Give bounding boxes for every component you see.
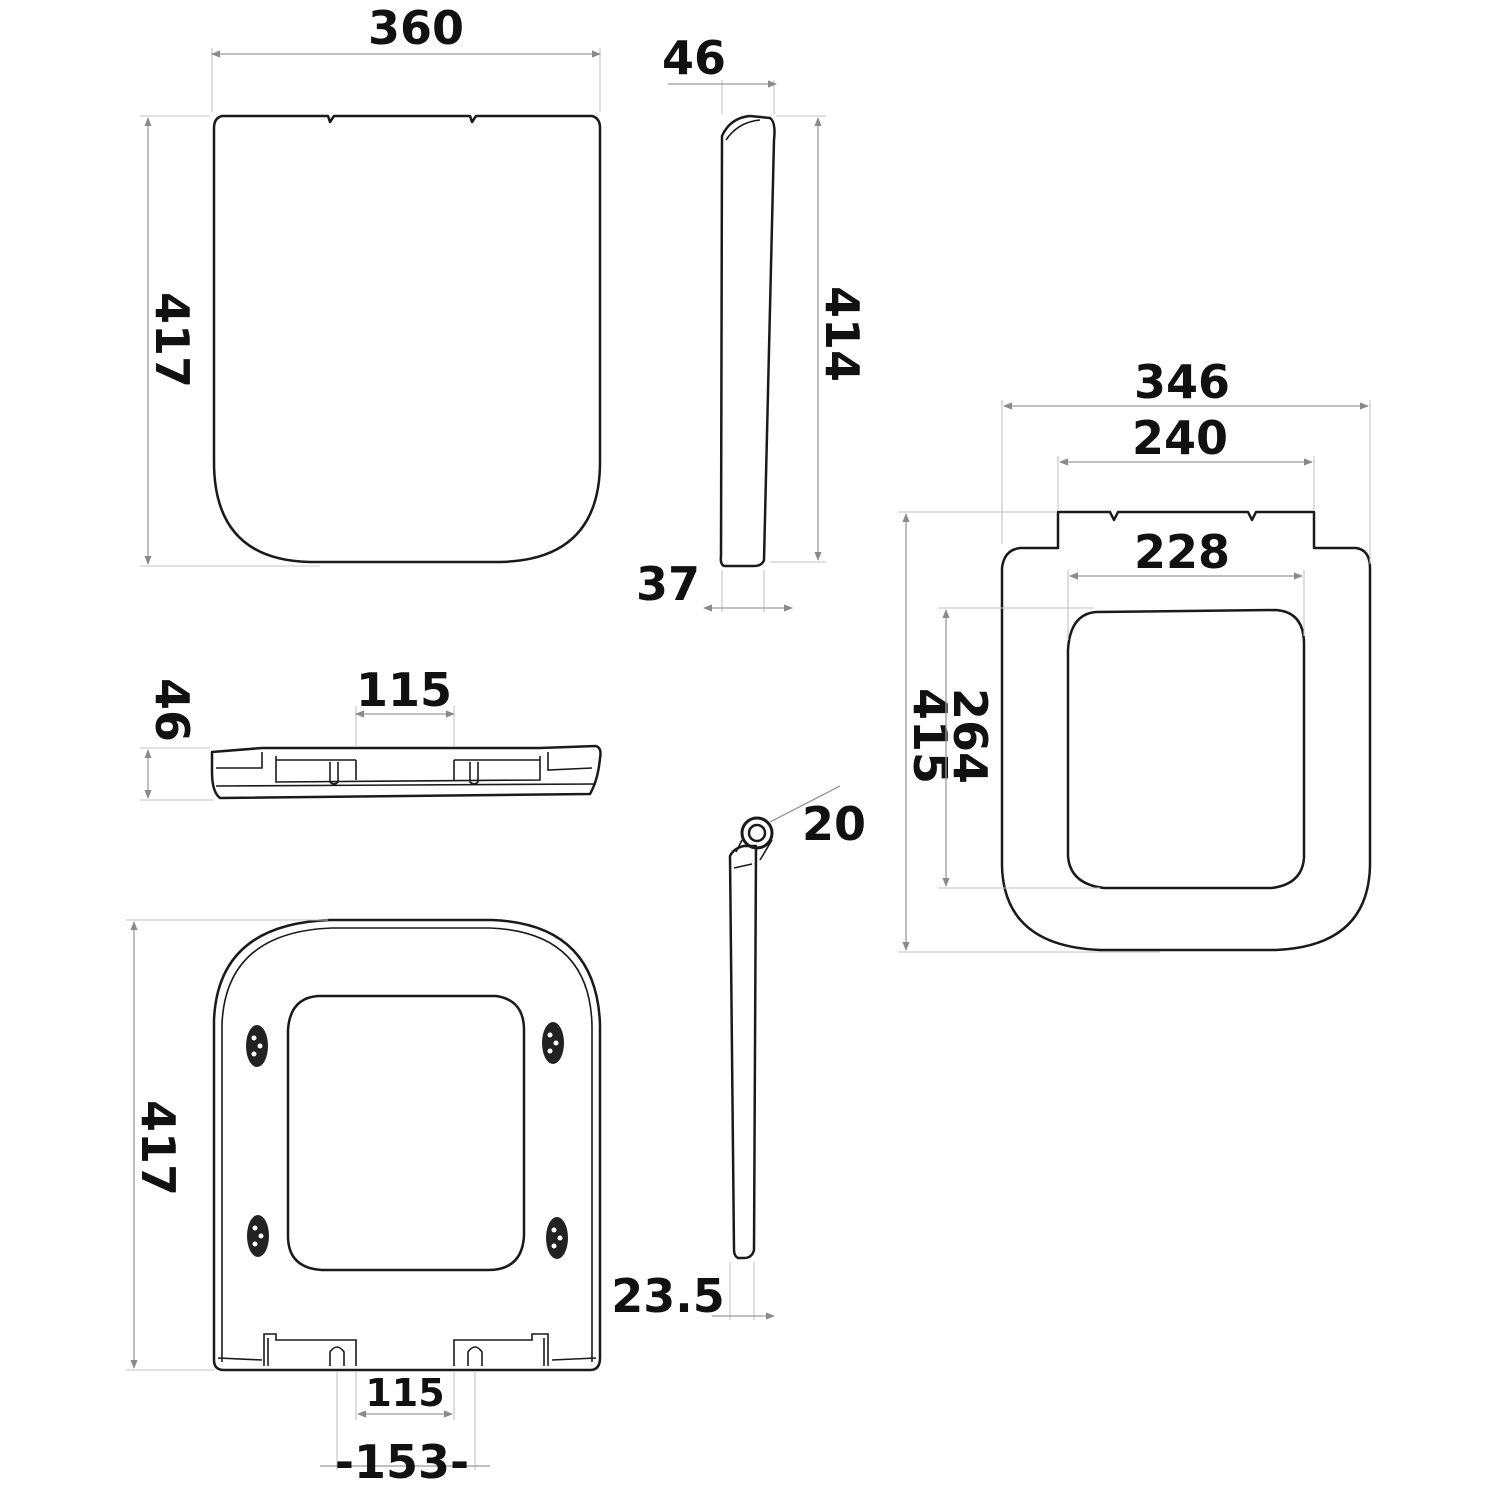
buffer-bottom-right-icon bbox=[546, 1217, 568, 1259]
dim-ring-inner-width: 228 bbox=[1134, 525, 1230, 579]
underside-opening bbox=[286, 994, 526, 1272]
dim-ring-width: 346 bbox=[1134, 355, 1230, 409]
lid-outline bbox=[212, 114, 602, 564]
hinge-side-profile: 20 23.5 bbox=[611, 785, 866, 1323]
ring-outline bbox=[1000, 510, 1372, 952]
dim-rear-hinge: 115 bbox=[356, 663, 452, 717]
dim-side-thickness: 46 bbox=[662, 31, 726, 85]
rear-view: 115 46 bbox=[140, 663, 602, 801]
ring-inner-opening bbox=[1066, 608, 1306, 890]
seat-ring-profile bbox=[728, 844, 758, 1260]
side-profile-outline bbox=[719, 114, 776, 568]
hinge-block-right bbox=[453, 1333, 549, 1366]
dim-side-bottom: 37 bbox=[636, 557, 700, 611]
dim-under-height: 417 bbox=[131, 1100, 185, 1196]
dim-ring-inner-height: 264 bbox=[943, 688, 997, 784]
buffer-top-left-icon bbox=[246, 1025, 268, 1067]
dim-line-hinge-diameter bbox=[769, 785, 841, 823]
side-view-lid: 46 414 37 bbox=[636, 31, 869, 612]
buffer-bottom-left-icon bbox=[247, 1215, 269, 1257]
dim-under-thickness: 23.5 bbox=[611, 1269, 725, 1323]
seat-ring-view: 346 240 228 415 264 bbox=[898, 355, 1372, 953]
dim-rear-height: 46 bbox=[145, 678, 199, 742]
buffer-top-right-icon bbox=[542, 1022, 564, 1064]
dim-under-hinge-outer: -153- bbox=[335, 1435, 469, 1489]
rear-profile-outline bbox=[210, 744, 602, 800]
hinge-block-left bbox=[263, 1333, 357, 1366]
dim-top-width: 360 bbox=[368, 1, 464, 55]
dim-ring-notch: 240 bbox=[1132, 411, 1228, 465]
underside-view: 417 115 -153- bbox=[126, 918, 602, 1489]
dim-top-height: 417 bbox=[145, 292, 199, 388]
underside-outline bbox=[212, 918, 602, 1372]
hinge-pivot-inner bbox=[747, 823, 767, 843]
top-view-lid: 360 417 bbox=[140, 1, 602, 567]
dim-side-height: 414 bbox=[815, 286, 869, 382]
dim-hinge-diameter: 20 bbox=[802, 797, 866, 851]
dim-under-hinge-inner: 115 bbox=[365, 1371, 444, 1415]
hinge-pivot-outer bbox=[740, 816, 774, 850]
